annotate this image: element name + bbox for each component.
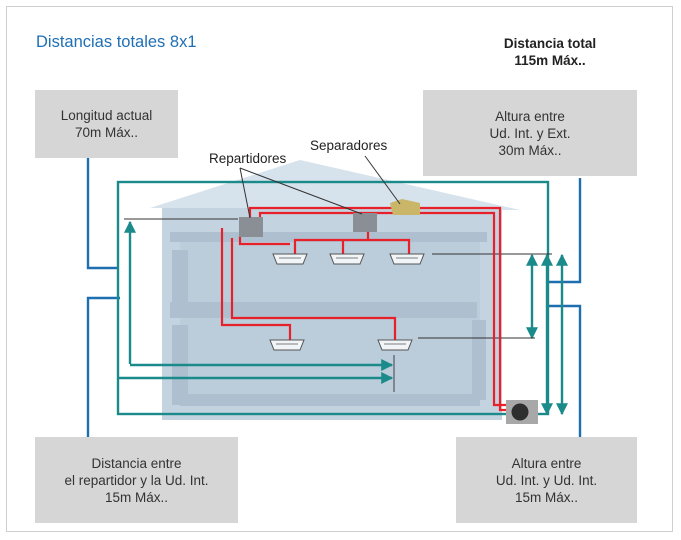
branch-box-right	[353, 213, 377, 232]
blue-line-height-int-int	[548, 304, 582, 438]
indoor-unit-2	[329, 253, 365, 265]
outdoor-fan-icon	[511, 403, 529, 421]
lower-floor-slab	[180, 394, 480, 406]
blue-line-actual-length	[86, 158, 118, 270]
total-distance-label: Distancia total 115m Máx..	[503, 36, 597, 68]
box-distance-branch-int: Distancia entre el repartidor y la Ud. I…	[35, 437, 238, 523]
branch-left-inner	[230, 238, 397, 340]
outdoor-unit	[506, 400, 538, 424]
blue-line-branch-distance	[86, 296, 120, 438]
branch-left-outer	[220, 228, 292, 340]
pointer-lines	[239, 155, 401, 219]
building-interior	[180, 240, 480, 405]
teal-lines	[116, 180, 568, 416]
main-pipe-upper	[248, 206, 512, 412]
branch-box-left	[239, 217, 263, 237]
building	[150, 160, 520, 420]
label-repartidores: Repartidores	[209, 151, 287, 166]
middle-floor-slab	[170, 302, 477, 318]
branch-left-to-row	[238, 236, 290, 246]
main-pipe-lower	[258, 211, 512, 407]
red-piping	[220, 206, 512, 412]
indoor-unit-4	[269, 339, 305, 351]
separator-unit	[390, 199, 420, 215]
upper-floor-slab	[170, 232, 487, 242]
branch-upper-units	[293, 230, 411, 254]
blue-line-height-int-ext	[548, 178, 582, 284]
box-height-int-int: Altura entre Ud. Int. y Ud. Int. 15m Máx…	[456, 437, 637, 523]
left-wall-upper	[172, 250, 188, 305]
indoor-unit-1	[272, 253, 308, 265]
reference-lines	[124, 218, 552, 392]
right-wall	[472, 320, 486, 400]
indoor-unit-3	[389, 253, 425, 265]
building-roof	[150, 160, 520, 210]
indoor-units	[269, 253, 425, 351]
outer-frame	[6, 6, 673, 532]
indoor-unit-5	[377, 339, 413, 351]
box-height-int-ext: Altura entre Ud. Int. y Ext. 30m Máx..	[423, 90, 637, 176]
label-separadores: Separadores	[310, 138, 388, 153]
diagram-title: Distancias totales 8x1	[36, 33, 197, 51]
box-actual-length: Longitud actual 70m Máx..	[35, 90, 178, 158]
